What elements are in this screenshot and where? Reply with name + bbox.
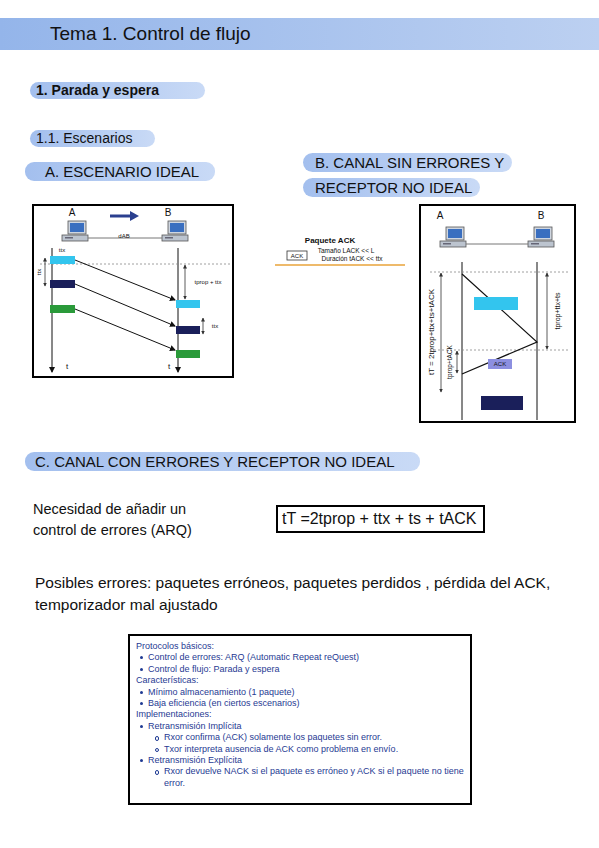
body-text: Posibles errores: paquetes erróneos, paq… xyxy=(35,572,555,617)
figure-label: ttx xyxy=(36,269,42,275)
list-text: Protocolos básicos: xyxy=(136,641,214,651)
figure-label: dAB xyxy=(118,233,129,239)
figure-label: tprop + ttx xyxy=(195,279,222,285)
list-text: Implementaciones: xyxy=(136,709,212,719)
list-row: Rxor devuelve NACK si el paquete es erró… xyxy=(136,766,464,789)
title-band: Tema 1. Control de flujo xyxy=(0,18,599,50)
page-title: Tema 1. Control de flujo xyxy=(50,23,251,45)
figure-label: ACK xyxy=(494,361,506,367)
figure-label: A xyxy=(437,211,444,221)
list-text: Txor interpreta ausencia de ACK como pro… xyxy=(164,744,398,754)
bullet-circle xyxy=(155,748,159,752)
bullet-dot xyxy=(140,725,143,728)
list-text: Retransmisión Explícita xyxy=(148,755,242,765)
formula-box: tT =2tprop + ttx + ts + tACK xyxy=(276,505,485,533)
bullet-dot xyxy=(140,691,143,694)
bullet-dot xyxy=(140,702,143,705)
bullet-circle xyxy=(155,736,159,740)
figure-label: ttx xyxy=(212,323,218,329)
list-row: Control de errores: ARQ (Automatic Repea… xyxy=(136,652,464,663)
list-text: Control de flujo: Parada y espera xyxy=(148,664,280,674)
non-ideal-receiver-figure xyxy=(420,205,575,422)
bullet-dot xyxy=(140,656,143,659)
band-text: C. CANAL CON ERRORES Y RECEPTOR NO IDEAL xyxy=(35,453,395,470)
list-row: Rxor confirma (ACK) solamente los paquet… xyxy=(136,732,464,743)
list-text: Rxor confirma (ACK) solamente los paquet… xyxy=(164,732,382,742)
band-text: B. CANAL SIN ERRORES Y RECEPTOR NO IDEAL xyxy=(303,153,512,197)
figure-label: A xyxy=(69,208,76,218)
figure-label: Paquete ACK xyxy=(305,237,355,245)
bullet-circle xyxy=(155,770,159,774)
list-text: Retransmisión Implícita xyxy=(148,721,242,731)
formula-text: tT =2tprop + ttx + ts + tACK xyxy=(282,510,476,527)
list-row: Protocolos básicos: xyxy=(136,641,464,652)
bullet-dot xyxy=(140,759,143,762)
list-row: Txor interpreta ausencia de ACK como pro… xyxy=(136,744,464,755)
figure-label: ttx xyxy=(59,247,65,253)
figure-label: t xyxy=(66,363,68,371)
protocol-box: Protocolos básicos:Control de errores: A… xyxy=(128,634,472,805)
bullet-dot xyxy=(140,668,143,671)
scenario-band: B. CANAL SIN ERRORES Y RECEPTOR NO IDEAL xyxy=(303,150,543,200)
scenario-band: C. CANAL CON ERRORES Y RECEPTOR NO IDEAL xyxy=(25,452,420,471)
list-text: Características: xyxy=(136,675,199,685)
figure-label: Tamaño LACK << L xyxy=(318,248,375,255)
figure-label: t xyxy=(168,363,170,371)
list-row: Retransmisión Implícita xyxy=(136,721,464,732)
list-row: Características: xyxy=(136,675,464,686)
list-row: Control de flujo: Parada y espera xyxy=(136,664,464,675)
list-row: Retransmisión Explícita xyxy=(136,755,464,766)
band-text: 1.1. Escenarios xyxy=(36,130,133,146)
figure-label: B xyxy=(165,208,172,218)
body-text: Necesidad de añadir un control de errore… xyxy=(33,499,228,541)
figure-label: ACK xyxy=(291,253,303,259)
scenario-band: A. ESCENARIO IDEAL xyxy=(25,162,215,181)
band-text: A. ESCENARIO IDEAL xyxy=(45,163,199,180)
list-row: Mínimo almacenamiento (1 paquete) xyxy=(136,687,464,698)
figure-label: Duración tACK << ttx xyxy=(321,256,382,263)
figure-label: tT = 2tprop+ttx+ts+tACK xyxy=(428,289,436,375)
figure-label: tprop+tACK xyxy=(447,345,454,379)
list-text: Mínimo almacenamiento (1 paquete) xyxy=(148,687,295,697)
list-row: Baja eficiencia (en ciertos escenarios) xyxy=(136,698,464,709)
band-text: 1. Parada y espera xyxy=(36,82,159,98)
subsection-band: 1.1. Escenarios xyxy=(30,130,155,147)
section-band: 1. Parada y espera xyxy=(30,82,205,99)
list-text: Control de errores: ARQ (Automatic Repea… xyxy=(148,652,359,662)
list-row: Implementaciones: xyxy=(136,709,464,720)
list-text: Rxor devuelve NACK si el paquete es erró… xyxy=(164,766,464,787)
list-text: Baja eficiencia (en ciertos escenarios) xyxy=(148,698,300,708)
figure-label: tprop+ttx+ts xyxy=(554,293,561,330)
figure-label: B xyxy=(538,211,545,221)
ideal-scenario-figure xyxy=(33,205,233,377)
